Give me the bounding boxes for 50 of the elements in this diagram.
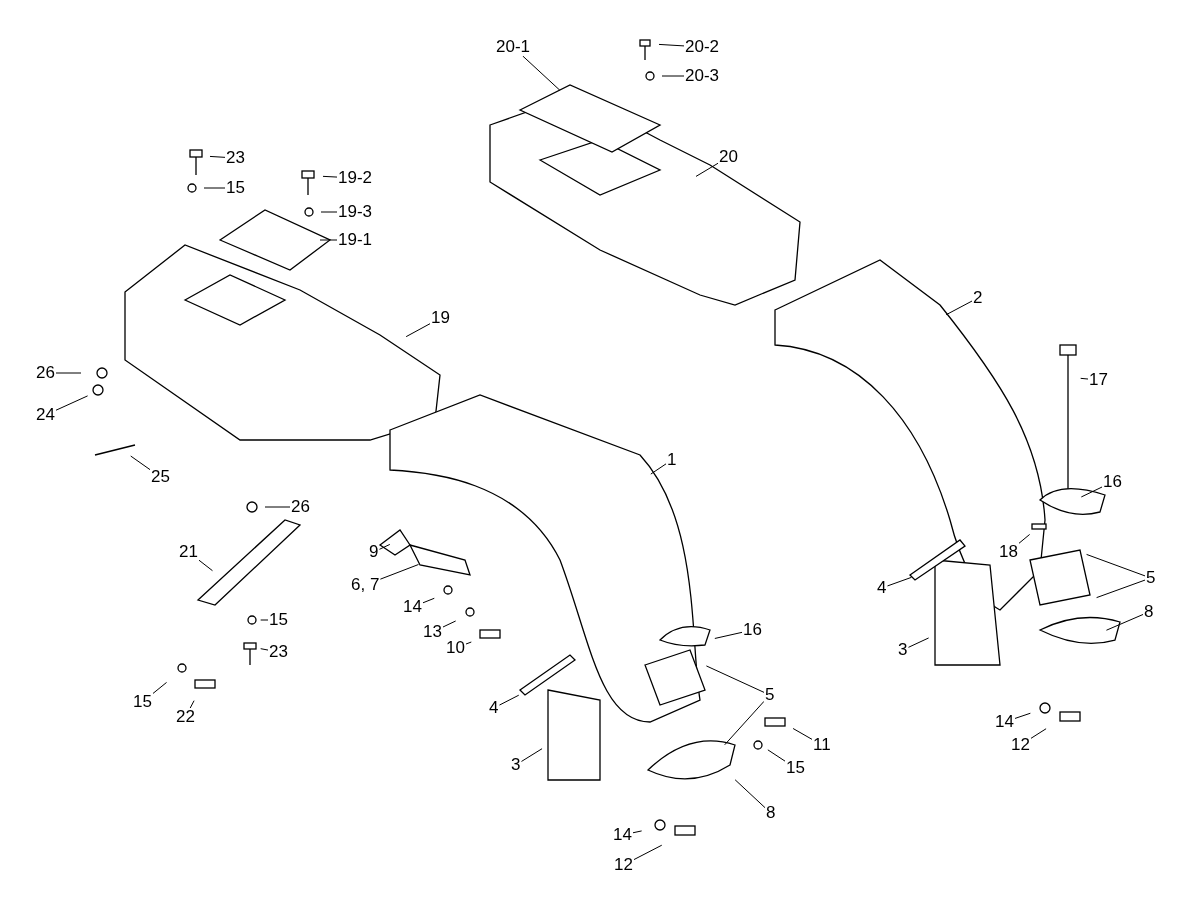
leader-line: [1080, 377, 1089, 380]
leader-line: [632, 830, 643, 834]
leader-line: [1030, 728, 1047, 739]
leader-line: [1086, 553, 1146, 577]
leader-line: [1105, 613, 1144, 631]
leader-line: [522, 55, 561, 91]
leader-line: [322, 175, 338, 178]
leader-line: [658, 43, 685, 47]
leader-line: [260, 619, 269, 621]
leader-line: [767, 749, 786, 762]
leader-line: [734, 779, 766, 809]
leader-line: [260, 648, 269, 651]
leader-line: [945, 300, 973, 316]
leader-line: [907, 637, 930, 648]
callout-number: 5: [764, 686, 776, 704]
leader-line: [633, 844, 663, 861]
leader-line: [152, 681, 168, 694]
leader-line: [319, 239, 338, 241]
leader-line: [695, 162, 719, 177]
leader-line: [1080, 486, 1103, 498]
leader-line: [378, 543, 391, 550]
leader-line: [442, 620, 457, 628]
leader-line: [405, 323, 431, 338]
leader-line: [379, 564, 419, 580]
callout-number: 21: [178, 543, 199, 561]
leader-line: [1018, 533, 1031, 544]
leader-line: [650, 463, 667, 475]
leader-line: [705, 665, 765, 693]
leader-line: [1014, 712, 1031, 719]
leader-line: [520, 748, 543, 762]
leader-line: [886, 576, 912, 587]
leader-line: [189, 700, 195, 709]
callout-number: 6, 7: [350, 576, 381, 594]
leader-line: [198, 559, 213, 572]
leader-line: [422, 597, 435, 604]
leader-line: [1096, 579, 1146, 599]
leader-line: [792, 728, 813, 740]
callout-number: 20-1: [495, 38, 532, 56]
leader-line: [714, 631, 743, 639]
leader-line: [498, 694, 520, 706]
leader-line: [264, 506, 291, 508]
leader-line: [203, 187, 226, 189]
leader-line: [320, 211, 338, 213]
leader-line: [55, 395, 89, 411]
leader-line: [465, 641, 472, 645]
leader-line: [724, 700, 765, 746]
leader-line: [55, 372, 82, 374]
leader-line: [209, 155, 226, 158]
leader-line: [130, 455, 151, 471]
leader-line: [661, 75, 685, 77]
